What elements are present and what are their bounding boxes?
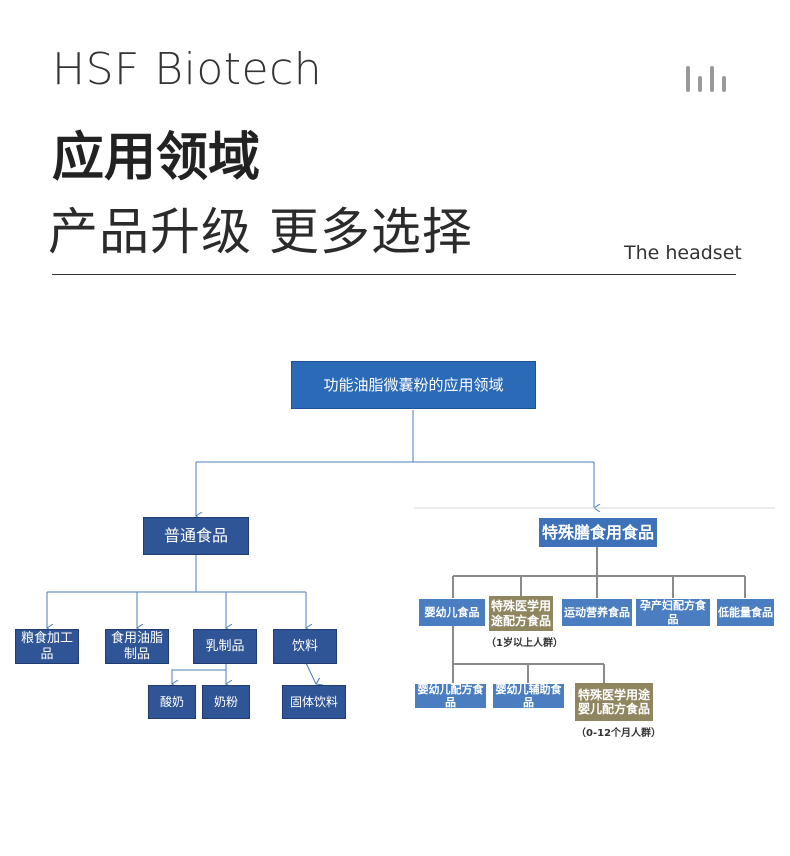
node-beverages: 饮料 xyxy=(273,629,337,664)
node-infant-food: 婴幼儿食品 xyxy=(419,599,485,626)
infant-fsmp-age-note: （0-12个月人群） xyxy=(576,728,662,739)
node-low-energy-food: 低能量食品 xyxy=(717,599,774,626)
node-edible-oil-products: 食用油脂制品 xyxy=(105,629,169,664)
fsmp-age-note: （1岁以上人群） xyxy=(486,638,563,649)
node-ordinary-food: 普通食品 xyxy=(143,517,249,555)
node-sports-nutrition: 运动营养食品 xyxy=(562,599,632,626)
node-infant-fsmp: 特殊医学用途婴儿配方食品 xyxy=(575,683,653,721)
page-subtitle: 产品升级 更多选择 xyxy=(48,203,473,261)
header-divider xyxy=(52,274,736,275)
root-node: 功能油脂微囊粉的应用领域 xyxy=(291,361,536,409)
node-yogurt: 酸奶 xyxy=(148,685,196,719)
node-fsmp: 特殊医学用途配方食品 xyxy=(489,596,553,631)
node-infant-supplementary-food: 婴幼儿辅助食品 xyxy=(493,683,564,709)
node-milk-powder: 奶粉 xyxy=(202,685,250,719)
node-grain-products: 粮食加工品 xyxy=(15,629,79,664)
node-dairy-products: 乳制品 xyxy=(193,629,257,664)
tagline: The headset xyxy=(624,242,742,264)
node-maternal-formula: 孕产妇配方食品 xyxy=(636,599,710,626)
page-title: 应用领域 xyxy=(52,128,261,188)
node-solid-beverage: 固体饮料 xyxy=(282,685,346,719)
node-infant-formula: 婴幼儿配方食品 xyxy=(415,683,486,709)
equalizer-bars-icon xyxy=(684,62,736,94)
brand-name: HSF Biotech xyxy=(52,44,323,95)
node-special-dietary-food: 特殊膳食用食品 xyxy=(539,518,657,547)
